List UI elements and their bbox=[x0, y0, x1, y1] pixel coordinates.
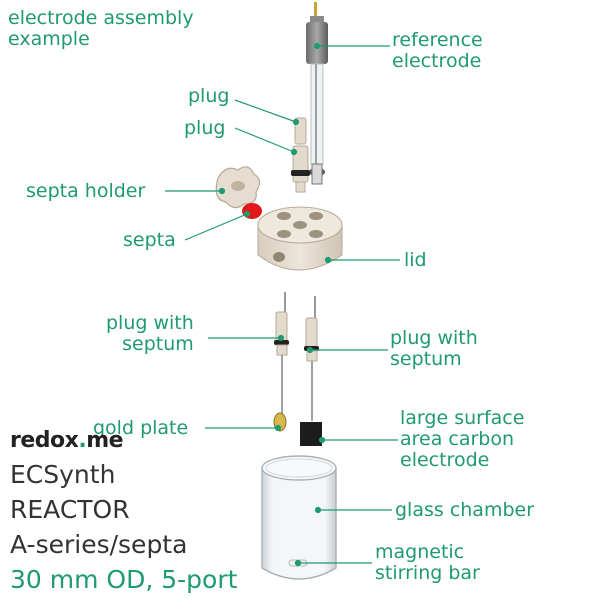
product-line-3: A-series/septa bbox=[10, 530, 188, 559]
septa-disc bbox=[242, 203, 262, 219]
label-plug-top: plug bbox=[188, 85, 230, 107]
title-line-2: example bbox=[8, 28, 90, 50]
plug-stack bbox=[291, 117, 310, 193]
lid bbox=[257, 206, 343, 271]
product-line-1: ECSynth bbox=[10, 460, 116, 489]
label-lid: lid bbox=[404, 249, 427, 271]
leader-plug-second bbox=[234, 127, 295, 153]
label-gold-plate: gold plate bbox=[93, 417, 189, 439]
diagram-title: electrode assembly example bbox=[8, 8, 194, 50]
label-glass-chamber: glass chamber bbox=[395, 499, 535, 521]
product-line-2: REACTOR bbox=[10, 495, 130, 524]
label-carbon-electrode: large surface area carbon electrode bbox=[400, 407, 525, 471]
label-septa-holder: septa holder bbox=[26, 180, 146, 202]
septa-holder bbox=[215, 166, 261, 209]
brand-logo: redox.me bbox=[10, 428, 124, 453]
leader-septa bbox=[184, 213, 248, 241]
label-septa: septa bbox=[123, 229, 176, 251]
glass-chamber bbox=[261, 455, 337, 580]
label-reference-electrode: reference electrode bbox=[392, 29, 483, 72]
reference-electrode bbox=[306, 2, 328, 185]
label-stirring-bar: magnetic stirring bar bbox=[375, 541, 480, 584]
right-electrode-assembly bbox=[300, 296, 322, 446]
left-electrode-assembly bbox=[273, 292, 289, 432]
label-plug-with-septum-left: plug with septum bbox=[106, 312, 194, 355]
leader-lines bbox=[165, 42, 400, 567]
label-plug-with-septum-right: plug with septum bbox=[390, 327, 478, 370]
leader-plug-top bbox=[234, 99, 297, 123]
label-plug-second: plug bbox=[184, 117, 226, 139]
title-line-1: electrode assembly bbox=[8, 7, 194, 29]
product-spec: 30 mm OD, 5-port bbox=[10, 565, 238, 594]
